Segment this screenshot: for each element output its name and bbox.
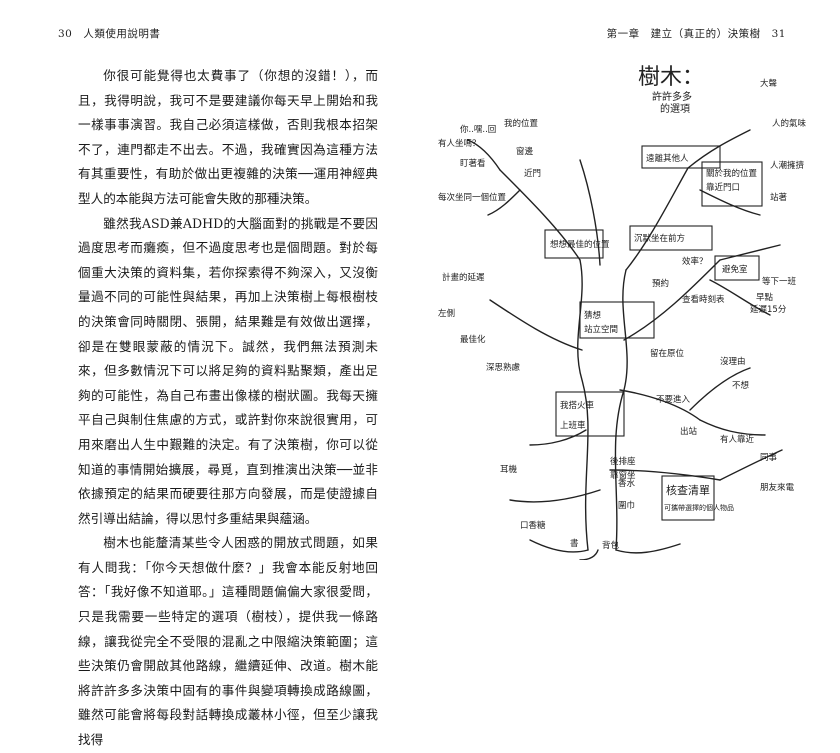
box-best-position <box>579 301 655 339</box>
label-book-ahead: 預約 <box>652 278 669 289</box>
box-on-train <box>555 391 625 437</box>
label-who-coming: 有人坐嗎？ <box>438 138 481 149</box>
root-mid <box>579 549 599 560</box>
body-text: 你很可能覺得也太費事了（你想的沒錯！），而且，我得明說，我可不是要建議你每天早上… <box>78 64 378 753</box>
box-quiet-car <box>629 225 713 251</box>
decision-tree-drawing: 樹木： 許許多多 的選項 你..嘿..回 有人坐嗎？ 我的位置 窗邊 近門 <box>420 50 840 560</box>
label-exit-platform: 出站 <box>680 426 698 437</box>
branch-mid-left <box>489 299 583 351</box>
branch-lower-left <box>529 429 587 446</box>
label-bag-on-seat: 關於我的位置 <box>706 168 758 179</box>
drawing-title-3: 的選項 <box>660 102 690 115</box>
label-door: 近門 <box>524 168 541 179</box>
left-page: 30 人類使用說明書 你很可能覺得也太費事了（你想的沒錯！），而且，我得明說，我… <box>0 0 420 747</box>
label-water: 香水 <box>618 478 636 489</box>
twig-4 <box>699 189 761 216</box>
label-quiet-car: 沉默坐在前方 <box>634 233 685 244</box>
label-guess: 猜想 <box>584 310 602 321</box>
label-checklist-title: 核查清單 <box>666 483 710 497</box>
twig-6 <box>709 279 771 316</box>
label-stay-here: 留在原位 <box>650 348 685 359</box>
label-no-desire: 不想 <box>732 380 750 391</box>
label-left-side: 左側 <box>438 308 455 319</box>
root-right <box>615 543 681 554</box>
label-gum: 口香糖 <box>520 520 546 531</box>
label-no-reason: 沒理由 <box>720 356 746 367</box>
paragraph-3: 樹木也能釐清某些令人困惑的開放式問題，如果有人問我：「你今天想做什麼？」我會本能… <box>78 535 378 748</box>
box-checklist <box>661 475 715 521</box>
twig-7 <box>699 419 766 436</box>
label-book: 書 <box>570 538 579 549</box>
label-optimise: 最佳化 <box>460 334 486 345</box>
branch-top <box>579 159 601 266</box>
twig-9 <box>609 469 721 481</box>
label-someone-close: 有人靠近 <box>720 434 755 445</box>
label-same-seat: 每次坐同一個位置 <box>438 192 507 203</box>
label-checklist-sub: 可攜帶選擇的個人物品 <box>664 503 734 512</box>
branch-upper-right <box>625 167 689 271</box>
box-near-people <box>641 145 721 169</box>
label-sea-seat: 靠窗坐 <box>610 470 636 481</box>
label-bag: 背包 <box>602 540 620 551</box>
label-near-people: 遠離其他人 <box>646 153 689 164</box>
label-plan-delay: 計畫的延遲 <box>442 272 485 283</box>
branch-lower-right <box>619 389 701 421</box>
label-back-seat: 後排座 <box>610 456 636 467</box>
paragraph-2: 雖然我ASD兼ADHD的大腦面對的挑戰是不要因過度思考而癱瘓，但不過度思考也是個… <box>78 215 378 526</box>
branch-mid-right <box>623 259 721 341</box>
label-crowded: 人潮擁擠 <box>770 160 805 171</box>
box-crowded <box>701 161 763 207</box>
box-left-info <box>544 229 604 259</box>
label-plan-b-seat: 靠近門口 <box>706 182 740 193</box>
drawing-title-1: 樹木： <box>638 65 704 90</box>
label-i-want-train: 我搭火車 <box>560 400 595 411</box>
label-stare: 盯著看 <box>460 158 486 169</box>
right-page: 第一章 建立（真正的）決策樹 31 <box>420 0 840 567</box>
label-check-sched: 查看時刻表 <box>682 294 725 305</box>
label-scarf: 圍巾 <box>618 500 635 511</box>
label-loud: 大聲 <box>760 78 778 89</box>
label-standing-space: 站立空間 <box>584 324 618 335</box>
running-head-left: 30 人類使用說明書 <box>58 28 161 40</box>
twig-1 <box>467 139 501 171</box>
label-avoid: 避免室 <box>722 264 748 275</box>
label-on-the-train: 上班車 <box>560 420 586 431</box>
running-head-right: 第一章 建立（真正的）決策樹 31 <box>606 28 786 40</box>
drawing-title-2: 許許多多 <box>652 90 692 103</box>
branch-upper-left <box>499 169 581 261</box>
label-my-seat: 我的位置 <box>504 118 539 129</box>
label-efficient: 效率？ <box>682 256 708 267</box>
label-time-delay: 延遲15分 <box>750 304 787 315</box>
twig-5 <box>719 244 781 261</box>
label-deep-think: 深思熟慮 <box>486 362 521 373</box>
label-stand: 站著 <box>770 192 788 203</box>
decision-tree-svg: 樹木： 許許多多 的選項 你..嘿..回 有人坐嗎？ 我的位置 窗邊 近門 <box>438 65 807 560</box>
paragraph-1: 你很可能覺得也太費事了（你想的沒錯！），而且，我得明說，我可不是要建議你每天早上… <box>78 68 378 206</box>
twig-10 <box>719 449 783 481</box>
label-friends-call: 朋友來電 <box>760 482 795 493</box>
label-wait: 等下一班 <box>762 276 797 287</box>
twig-2 <box>487 189 521 216</box>
label-colleague: 同事 <box>760 452 778 463</box>
label-window: 窗邊 <box>516 146 534 157</box>
label-hi: 你..嘿..回 <box>460 124 496 135</box>
label-early: 早點 <box>756 292 774 303</box>
label-dont-enter: 不要進入 <box>656 395 691 405</box>
label-earphones: 耳機 <box>500 464 518 475</box>
root-left <box>529 539 589 553</box>
twig-8 <box>689 367 751 411</box>
label-think-best: 想想最佳的位置 <box>550 239 610 250</box>
twig-11 <box>509 489 601 503</box>
label-smell: 人的氣味 <box>772 118 807 129</box>
box-plan <box>714 255 760 281</box>
